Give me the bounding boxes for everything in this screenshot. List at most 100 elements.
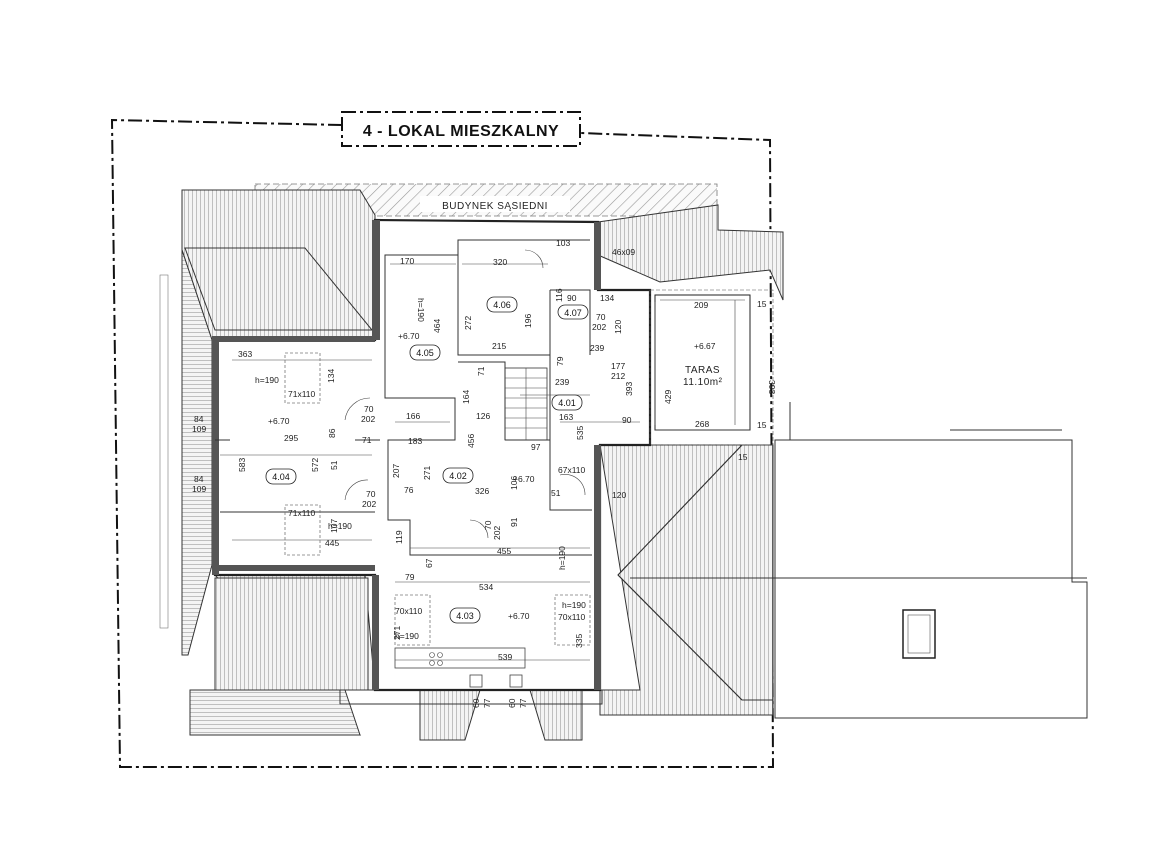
height-label: h=190	[416, 298, 426, 322]
svg-text:51: 51	[551, 488, 561, 498]
svg-text:90: 90	[622, 415, 632, 425]
svg-text:202: 202	[361, 414, 375, 424]
level-mark: +6.70	[268, 416, 290, 426]
room-label-4-02: 4.02	[442, 467, 474, 484]
window-label: 46x09	[612, 247, 635, 257]
svg-text:70: 70	[366, 489, 376, 499]
svg-text:91: 91	[509, 517, 519, 527]
dimension-values: 170 320 103 90 134 209 15 15 15 464 272 …	[192, 238, 777, 708]
svg-text:445: 445	[325, 538, 339, 548]
svg-text:272: 272	[463, 316, 473, 330]
level-mark: +6.70	[508, 611, 530, 621]
dimension-lines	[220, 263, 745, 661]
svg-text:15: 15	[757, 299, 767, 309]
svg-text:393: 393	[624, 382, 634, 396]
svg-text:239: 239	[555, 377, 569, 387]
svg-text:202: 202	[362, 499, 376, 509]
room-label-4-06: 4.06	[486, 296, 518, 313]
level-mark: +6.70	[398, 331, 420, 341]
svg-text:15: 15	[757, 420, 767, 430]
height-label: h=190	[562, 600, 586, 610]
svg-text:77: 77	[482, 698, 492, 708]
skylight	[902, 609, 936, 659]
svg-text:4.05: 4.05	[416, 348, 434, 358]
window-label: 70x110	[395, 606, 423, 616]
svg-text:164: 164	[461, 390, 471, 404]
roof-bottom-ridge	[189, 689, 361, 736]
room-label-4-03: 4.03	[449, 607, 481, 624]
svg-text:60: 60	[507, 698, 517, 708]
svg-text:209: 209	[694, 300, 708, 310]
svg-text:120: 120	[613, 320, 623, 334]
svg-text:572: 572	[310, 458, 320, 472]
roof-left-side	[181, 249, 213, 656]
unit-boundary-line	[110, 118, 775, 768]
svg-text:103: 103	[556, 238, 570, 248]
interior-walls	[384, 239, 592, 556]
height-label: h=190	[395, 631, 419, 641]
svg-text:535: 535	[575, 426, 585, 440]
svg-text:15: 15	[738, 452, 748, 462]
height-label: h=190	[255, 375, 279, 385]
title-text: 4 - LOKAL MIESZKALNY	[363, 123, 559, 140]
terrace-label: TARAS	[685, 365, 720, 376]
staircase	[504, 367, 548, 441]
svg-text:183: 183	[408, 436, 422, 446]
svg-text:126: 126	[476, 411, 490, 421]
svg-text:583: 583	[237, 458, 247, 472]
svg-text:51: 51	[329, 460, 339, 470]
svg-text:60: 60	[471, 698, 481, 708]
window-label: 71x110	[288, 508, 316, 518]
svg-text:120: 120	[612, 490, 626, 500]
svg-text:4.04: 4.04	[272, 472, 290, 482]
svg-text:363: 363	[238, 349, 252, 359]
roof-bottom-center-left	[419, 689, 481, 741]
room-label-4-01: 4.01	[551, 394, 583, 411]
window-label: 67x110	[558, 465, 586, 475]
svg-text:464: 464	[432, 319, 442, 333]
svg-text:79: 79	[555, 356, 565, 366]
kitchen-counter	[394, 647, 526, 669]
terrace-area	[654, 294, 751, 431]
svg-text:239: 239	[590, 343, 604, 353]
svg-text:109: 109	[192, 484, 206, 494]
svg-text:271: 271	[392, 626, 402, 640]
title-box	[341, 111, 581, 147]
svg-text:79: 79	[405, 572, 415, 582]
neighbor-building-label: BUDYNEK SĄSIEDNI	[442, 201, 548, 212]
svg-text:90: 90	[567, 293, 577, 303]
svg-text:534: 534	[479, 582, 493, 592]
svg-text:202: 202	[492, 526, 502, 540]
svg-text:177: 177	[611, 361, 625, 371]
neighbor-roof-outline	[774, 439, 1088, 719]
svg-text:134: 134	[600, 293, 614, 303]
svg-text:456: 456	[466, 434, 476, 448]
window-label: 70x110	[558, 612, 586, 622]
svg-text:84: 84	[194, 474, 204, 484]
terrace-area-text: 11.10m²	[683, 377, 723, 388]
svg-text:77: 77	[518, 698, 528, 708]
svg-text:295: 295	[284, 433, 298, 443]
svg-text:70: 70	[483, 520, 493, 530]
svg-text:268: 268	[695, 419, 709, 429]
svg-text:67: 67	[424, 558, 434, 568]
room-label-4-07: 4.07	[557, 304, 589, 320]
svg-text:326: 326	[475, 486, 489, 496]
roof-top-right	[597, 204, 784, 301]
height-label: h=190	[328, 521, 352, 531]
svg-text:76: 76	[404, 485, 414, 495]
svg-text:320: 320	[493, 257, 507, 267]
svg-text:539: 539	[498, 652, 512, 662]
svg-text:97: 97	[531, 442, 541, 452]
svg-text:212: 212	[611, 371, 625, 381]
svg-text:119: 119	[394, 530, 404, 544]
door-swing	[344, 397, 371, 421]
svg-text:429: 429	[663, 390, 673, 404]
svg-text:4.03: 4.03	[456, 611, 474, 621]
svg-text:71: 71	[476, 366, 486, 376]
svg-text:70: 70	[596, 312, 606, 322]
svg-text:455: 455	[497, 546, 511, 556]
roof-bottom-center-right	[529, 689, 583, 741]
svg-text:207: 207	[391, 464, 401, 478]
